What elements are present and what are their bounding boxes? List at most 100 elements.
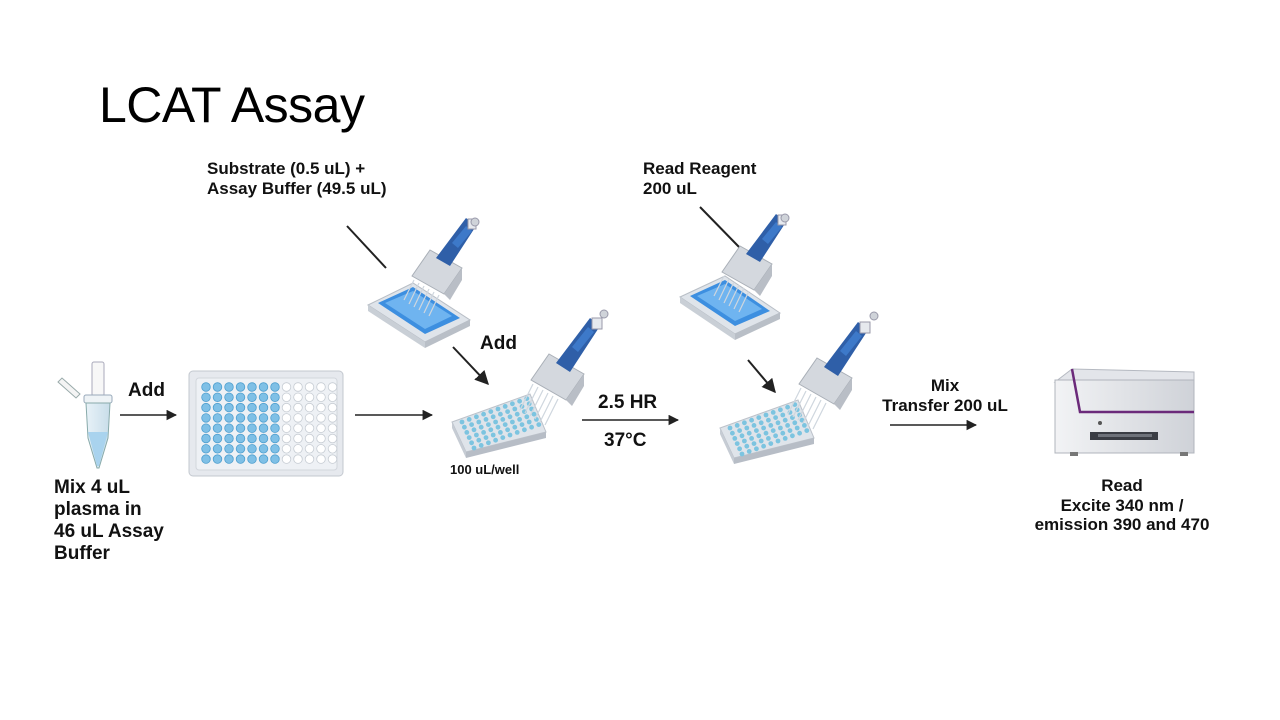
plate-well xyxy=(466,435,472,440)
plate-well xyxy=(258,382,269,392)
plate-well xyxy=(327,454,338,464)
plate-well xyxy=(734,441,740,446)
incubation-time-label: 2.5 HR xyxy=(598,392,658,413)
plate-well xyxy=(281,382,292,392)
plate-well xyxy=(316,433,326,444)
plate-well xyxy=(235,392,246,403)
plate-well xyxy=(201,423,211,433)
plate-well xyxy=(235,433,246,444)
plate-well xyxy=(224,423,234,433)
per-well-label: 100 uL/well xyxy=(450,462,520,477)
plate-well xyxy=(478,424,484,430)
plate-well xyxy=(476,437,482,443)
plate-well xyxy=(524,414,530,420)
plate-well xyxy=(212,454,223,464)
plate-well xyxy=(746,449,752,454)
plate-well xyxy=(327,392,338,403)
plate-well xyxy=(797,430,802,436)
plate-well xyxy=(517,398,522,404)
plate-well xyxy=(505,409,510,414)
plate-well xyxy=(316,454,326,464)
plate-well xyxy=(488,409,494,414)
plate-well xyxy=(734,423,740,428)
plate-well xyxy=(258,433,269,444)
plate-well xyxy=(749,417,754,423)
plate-well xyxy=(471,427,477,433)
plate-well xyxy=(742,438,747,444)
plate-well xyxy=(486,422,491,427)
plate-well xyxy=(281,433,292,444)
plate-well xyxy=(316,382,326,392)
plate-well xyxy=(304,392,315,403)
plate-well xyxy=(327,433,338,444)
plate-well xyxy=(495,424,501,430)
plate-well xyxy=(498,430,503,435)
plate-well xyxy=(224,433,234,444)
plate-well xyxy=(481,430,486,435)
plate-well xyxy=(478,443,484,448)
plate-well xyxy=(247,392,257,403)
plate-well xyxy=(247,423,257,433)
plate-well xyxy=(500,417,506,422)
read-label: Read Excite 340 nm / emission 390 and 47… xyxy=(1034,476,1210,535)
plate-well xyxy=(212,423,223,433)
plate-well xyxy=(749,436,754,441)
plate-well xyxy=(495,406,501,412)
plate-well xyxy=(235,423,246,433)
plate-well xyxy=(742,420,747,426)
plate-well xyxy=(785,423,790,428)
read-reagent-label: Read Reagent 200 uL xyxy=(643,159,757,198)
plate-well xyxy=(258,423,269,433)
plate-well xyxy=(466,417,472,422)
multichannel-pipette-icon xyxy=(787,311,879,430)
plate-well xyxy=(304,433,315,444)
plate-well xyxy=(293,392,303,403)
page-title: LCAT Assay xyxy=(99,77,365,133)
plate-well xyxy=(751,441,757,446)
plate-well xyxy=(316,444,326,454)
plate-well xyxy=(761,443,766,449)
plate-well xyxy=(212,444,223,454)
plate-well xyxy=(510,419,515,425)
plate-well xyxy=(780,430,786,436)
plate-well xyxy=(459,419,465,425)
plate-well xyxy=(304,454,315,464)
plate-well xyxy=(737,446,742,452)
plate-well xyxy=(792,420,798,426)
plate-well xyxy=(212,382,223,392)
plate-well xyxy=(519,422,525,427)
plate-well xyxy=(476,419,482,425)
plate-well xyxy=(304,382,315,392)
plate-well xyxy=(739,451,745,457)
plate-well xyxy=(462,424,467,430)
plate-well xyxy=(770,410,776,415)
arrow-add-substrate xyxy=(452,346,489,386)
plate-well xyxy=(293,423,303,433)
plate-well xyxy=(235,382,246,392)
plate-well xyxy=(804,428,810,433)
plate-well xyxy=(502,404,508,409)
plate-well xyxy=(224,382,234,392)
plate-well xyxy=(258,402,269,413)
plate-well xyxy=(270,423,280,433)
plate-well xyxy=(531,411,537,417)
plate-well xyxy=(739,433,745,439)
plate-well xyxy=(782,417,788,423)
assay-plate-icon xyxy=(451,393,547,458)
plate-well xyxy=(751,423,757,428)
plate-well xyxy=(212,392,223,403)
plate-well xyxy=(293,413,303,423)
plate-well xyxy=(235,413,246,423)
plate-well xyxy=(464,430,470,435)
plate-well xyxy=(201,382,211,392)
plate-well xyxy=(483,435,489,440)
plate-well xyxy=(490,432,496,438)
plate-well xyxy=(247,382,257,392)
plate-well xyxy=(270,413,280,423)
plate-well xyxy=(201,444,211,454)
plate-well xyxy=(787,428,793,433)
plate-well xyxy=(258,444,269,454)
plate-well xyxy=(469,440,474,446)
plate-well xyxy=(778,407,783,413)
